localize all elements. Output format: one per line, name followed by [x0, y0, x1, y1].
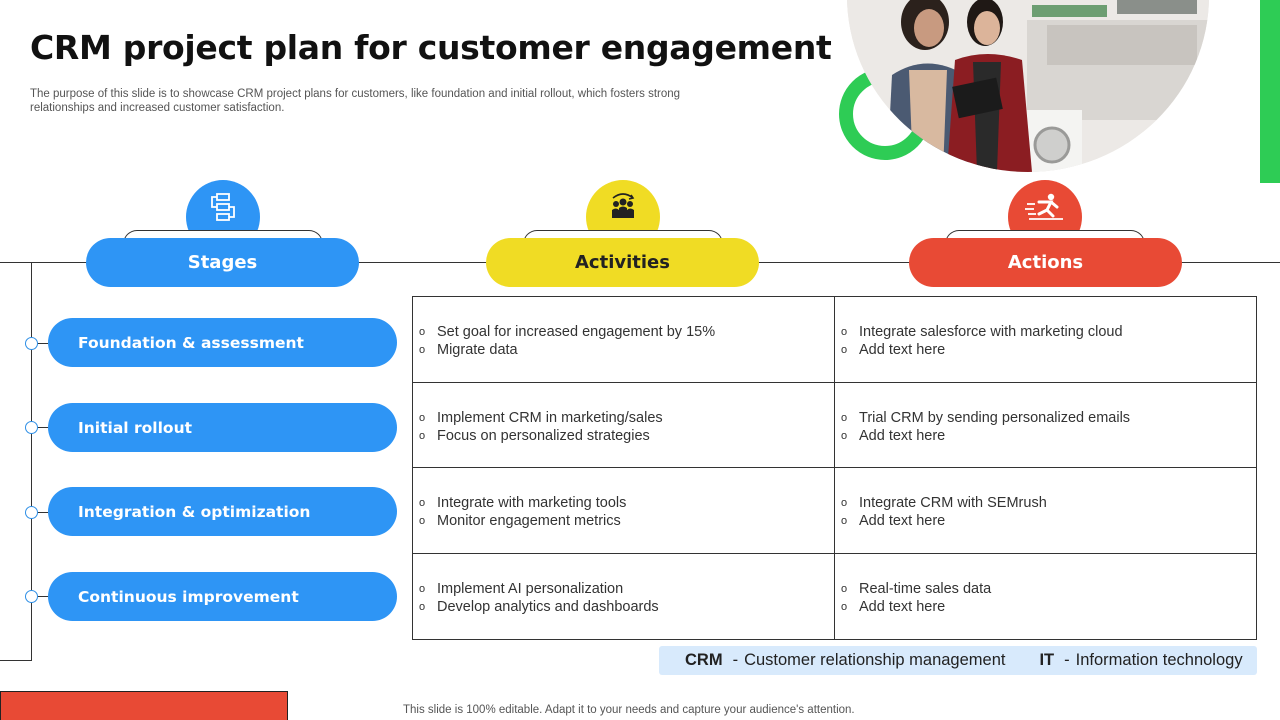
stages-header: Stages: [86, 238, 359, 287]
stage-dot: [25, 421, 38, 434]
legend-crm-text: Customer relationship management: [744, 651, 1006, 669]
red-accent-bar: [0, 691, 288, 720]
bottom-connector-line: [0, 660, 32, 661]
flowchart-icon: [211, 193, 235, 221]
stage-dot: [25, 506, 38, 519]
legend-crm-abbr: CRM: [685, 651, 723, 669]
footer-note: This slide is 100% editable. Adapt it to…: [403, 704, 855, 716]
stage-tick: [31, 596, 48, 597]
slide-subtitle: The purpose of this slide is to showcase…: [30, 88, 681, 114]
stage-dot: [25, 337, 38, 350]
stage-connector-line: [31, 262, 32, 661]
legend-separator: -: [732, 651, 739, 669]
stage-initial-rollout: Initial rollout: [48, 403, 397, 452]
stage-tick: [31, 343, 48, 344]
legend-it-abbr: IT: [1039, 651, 1055, 669]
runner-icon: [1025, 193, 1063, 220]
legend-it-text: Information technology: [1075, 651, 1243, 669]
activities-header: Activities: [486, 238, 759, 287]
stage-tick: [31, 512, 48, 513]
team-icon: [612, 193, 635, 218]
stage-integration: Integration & optimization: [48, 487, 397, 536]
green-accent-bar: [1260, 0, 1280, 183]
abbreviation-legend: CRM - Customer relationship management I…: [659, 646, 1257, 675]
slide-title: CRM project plan for customer engagement: [30, 28, 832, 67]
stage-tick: [31, 427, 48, 428]
stage-continuous-improvement: Continuous improvement: [48, 572, 397, 621]
actions-header: Actions: [909, 238, 1182, 287]
stage-foundation: Foundation & assessment: [48, 318, 397, 367]
legend-separator: -: [1064, 651, 1070, 669]
stage-dot: [25, 590, 38, 603]
